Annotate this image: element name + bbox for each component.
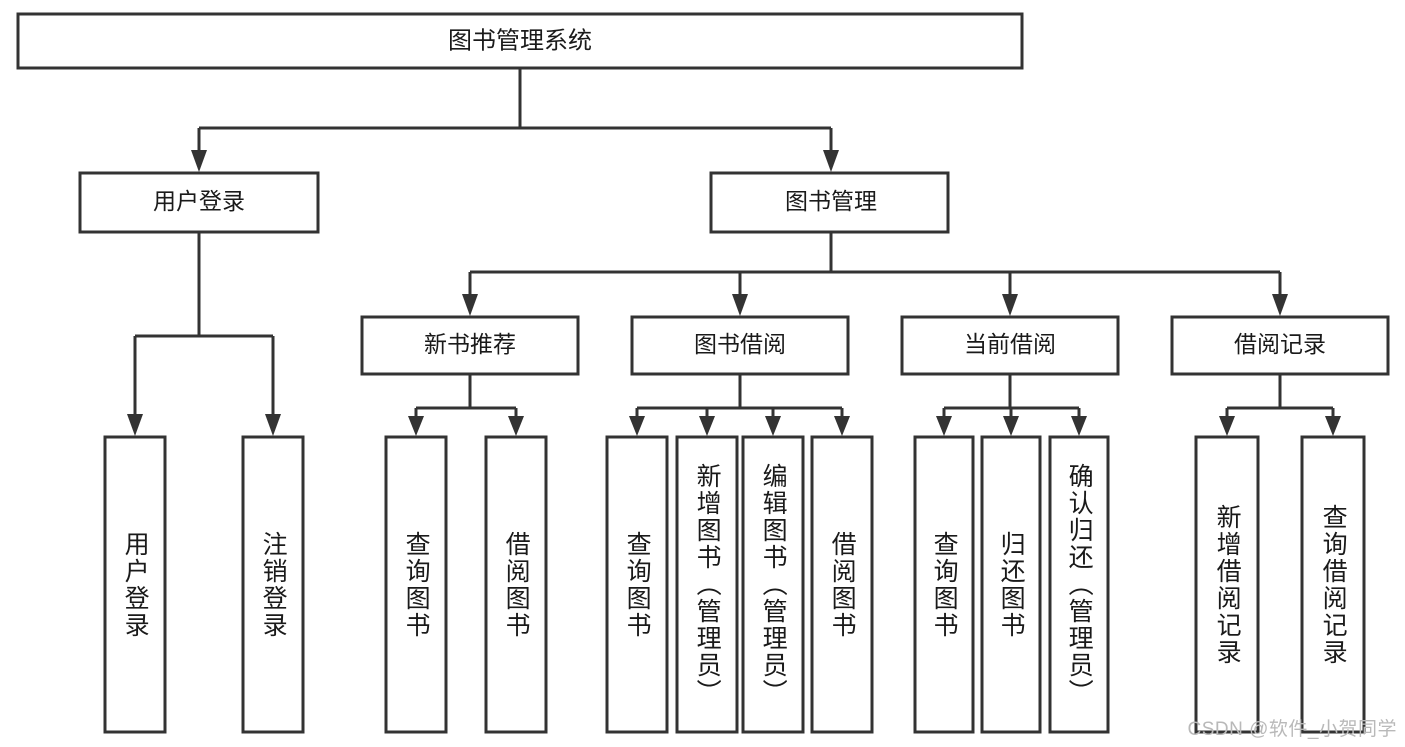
connector-group-borrow-record [1219,374,1341,436]
arrow-leaf-return-book [1003,416,1019,436]
leaf-node-leaf-borrow-book-1[interactable] [484,435,548,734]
leaf-node-leaf-confirm-return[interactable] [1048,435,1110,734]
leaf-node-leaf-user-login[interactable] [103,435,167,734]
node-root-rect[interactable] [16,12,1024,70]
node-book-manage-rect[interactable] [709,171,950,234]
node-user-login-rect[interactable] [78,171,320,234]
arrow-leaf-borrow-book-2 [834,416,850,436]
arrow-leaf-borrow-book-1 [508,416,524,436]
node-root[interactable]: 图书管理系统 [16,12,1024,70]
connector-group-book-borrow [629,374,850,436]
connector-group-new-book-rec [408,374,524,436]
node-root-label: 图书管理系统 [448,27,592,54]
arrow-leaf-logout [265,414,281,436]
node-current-borrow-label: 当前借阅 [964,331,1056,357]
node-borrow-record-rect[interactable] [1170,315,1390,376]
leaf-node-leaf-query-book-2[interactable] [605,435,669,734]
leaf-node-leaf-borrow-book-2[interactable] [810,435,874,734]
arrow-new-book-rec [462,294,478,316]
node-book-borrow-rect[interactable] [630,315,850,376]
node-new-book-rec-rect[interactable] [360,315,580,376]
leaf-node-leaf-logout[interactable] [241,435,305,734]
node-user-login-label: 用户登录 [153,188,245,214]
arrow-leaf-user-login [127,414,143,436]
leaf-node-leaf-query-book-1[interactable] [384,435,448,734]
leaf-node-leaf-edit-book[interactable] [741,435,805,734]
leaf-node-leaf-return-book[interactable] [980,435,1042,734]
connector-group-current-borrow [936,374,1087,436]
node-borrow-record-label: 借阅记录 [1234,331,1326,357]
arrow-leaf-query-record [1325,416,1341,436]
arrow-leaf-add-record [1219,416,1235,436]
arrow-current-borrow [1002,294,1018,316]
node-borrow-record[interactable]: 借阅记录 [1170,315,1390,376]
leaf-node-leaf-add-book[interactable] [675,435,739,734]
arrow-leaf-add-book [699,416,715,436]
arrow-book-borrow [732,294,748,316]
arrow-leaf-query-book-2 [629,416,645,436]
csdn-watermark: CSDN @软件_小贺同学 [1187,719,1397,740]
node-book-manage[interactable]: 图书管理 [709,171,950,234]
arrow-leaf-edit-book [765,416,781,436]
arrow-leaf-query-book-1 [408,416,424,436]
node-user-login[interactable]: 用户登录 [78,171,320,234]
connector-group-root [191,68,839,172]
arrow-leaf-confirm-return [1071,416,1087,436]
leaf-node-leaf-query-book-3[interactable] [913,435,975,734]
arrow-to-book-manage [823,150,839,172]
connector-group-book-manage [462,232,1288,316]
connector-group-user-login [127,232,281,436]
node-new-book-rec-label: 新书推荐 [424,331,516,357]
arrow-borrow-record [1272,294,1288,316]
arrow-to-user-login [191,150,207,172]
leaf-node-leaf-query-record[interactable] [1300,435,1366,734]
node-book-manage-label: 图书管理 [785,188,877,214]
node-current-borrow-rect[interactable] [900,315,1120,376]
node-book-borrow-label: 图书借阅 [694,331,786,357]
leaf-node-leaf-add-record[interactable] [1194,435,1260,734]
node-current-borrow[interactable]: 当前借阅 [900,315,1120,376]
node-book-borrow[interactable]: 图书借阅 [630,315,850,376]
node-new-book-rec[interactable]: 新书推荐 [360,315,580,376]
leaf-node-group [103,435,1366,734]
arrow-leaf-query-book-3 [936,416,952,436]
